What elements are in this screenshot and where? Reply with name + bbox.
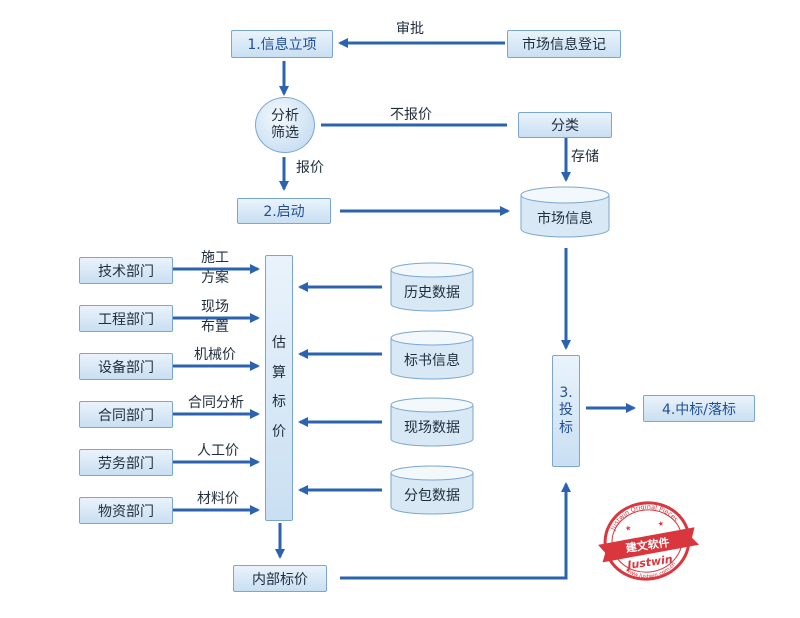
node-fenxi-shaixuan: 分析 筛选	[255, 97, 315, 153]
gusuan-char-1: 估	[272, 335, 286, 351]
dept-output-5: 人工价	[197, 443, 239, 459]
node-gusuan-biaojia: 估 算 标 价	[265, 255, 293, 521]
node-shichang-dengji: 市场信息登记	[507, 30, 621, 58]
edge-label-shenpi: 审批	[396, 21, 424, 37]
dept-jishu: 技术部门	[79, 257, 173, 284]
stamp-star-left: ★	[625, 524, 632, 533]
node-qidong: 2.启动	[237, 198, 331, 224]
node-zhongbiao: 4.中标/落标	[643, 395, 755, 422]
db-lishi: 历史数据	[390, 262, 474, 312]
dept-output-1: 施工 方案	[201, 250, 229, 287]
justwin-stamp: Justwin Original Pieces www.Justwin.com.…	[594, 498, 700, 584]
dept-output-4: 合同分析	[188, 395, 244, 411]
toubiao-char-3: 标	[559, 419, 573, 436]
edge-label-baojia: 报价	[296, 160, 324, 176]
stamp-cn-text: 建文软件	[625, 535, 671, 555]
cylinder-shape	[390, 465, 474, 515]
dept-output-2-line-2: 布置	[201, 318, 229, 335]
arrow-neibu-to-toubiao	[340, 482, 571, 580]
dept-wuzi: 物资部门	[79, 497, 173, 524]
fenxi-line-2: 筛选	[271, 125, 299, 141]
fenxi-line-1: 分析	[271, 108, 299, 125]
node-neibu-biaojia: 内部标价	[233, 565, 327, 592]
cylinder-shape	[390, 330, 474, 380]
dept-gongcheng: 工程部门	[79, 305, 173, 332]
node-fenlei: 分类	[518, 112, 612, 138]
dept-output-1-line-2: 方案	[201, 269, 229, 286]
db-biaoshu: 标书信息	[390, 330, 474, 380]
gusuan-char-4: 价	[272, 423, 286, 440]
dept-output-6: 材料价	[197, 491, 239, 507]
gusuan-char-3: 标	[272, 394, 286, 410]
dept-hetong: 合同部门	[79, 401, 173, 428]
cylinder-shape	[520, 186, 610, 238]
stamp-star-right: ★	[657, 520, 664, 529]
gusuan-char-2: 算	[272, 364, 286, 381]
edge-label-bu-baojia: 不报价	[390, 107, 432, 123]
stamp-graphic: Justwin Original Pieces www.Justwin.com.…	[598, 498, 700, 583]
edge-label-cunchu: 存储	[571, 149, 599, 165]
dept-output-2: 现场 布置	[201, 299, 229, 336]
db-fenbao: 分包数据	[390, 465, 474, 515]
db-label: 分包数据	[404, 488, 460, 504]
node-lixiang: 1.信息立项	[231, 30, 333, 58]
db-label: 现场数据	[404, 420, 460, 436]
dept-output-1-line-1: 施工	[201, 250, 229, 266]
node-toubiao: 3. 投 标	[552, 355, 580, 467]
cylinder-shape	[390, 262, 474, 312]
db-label: 标书信息	[404, 353, 460, 369]
db-label: 历史数据	[404, 285, 460, 301]
dept-output-3: 机械价	[194, 347, 236, 363]
dept-shebei: 设备部门	[79, 353, 173, 380]
toubiao-char-2: 投	[559, 402, 573, 419]
cylinder-label: 市场信息	[537, 211, 593, 227]
dept-output-2-line-1: 现场	[201, 299, 229, 315]
toubiao-char-1: 3.	[559, 384, 573, 401]
dept-laowu: 劳务部门	[79, 449, 173, 476]
node-shichang-xinxi: 市场信息	[520, 186, 610, 238]
db-xianchang: 现场数据	[390, 397, 474, 447]
cylinder-shape	[390, 397, 474, 447]
